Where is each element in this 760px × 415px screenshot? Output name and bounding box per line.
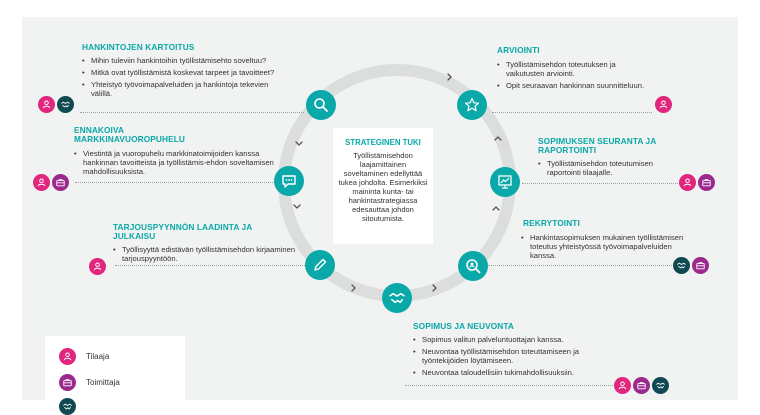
briefcase-icon — [55, 177, 66, 188]
phase-list: Työllistämisehdon toteutuksen ja vaikutu… — [497, 60, 647, 93]
person-icon — [617, 380, 628, 391]
handshake-icon — [59, 398, 76, 415]
handshake-icon — [60, 99, 71, 110]
phase-hub-arviointi — [457, 90, 487, 120]
legend-label: Toimittaja — [86, 378, 120, 387]
center-title: STRATEGINEN TUKI — [345, 138, 421, 147]
tilaaja-role-icon — [89, 258, 106, 275]
tilaaja-role-icon — [679, 174, 696, 191]
legend: Tilaaja Toimittaja — [45, 336, 185, 415]
employment-services-role-icon — [652, 377, 669, 394]
ring-arrow — [351, 284, 356, 292]
list-item: Hankintasopimuksen mukainen työllistämis… — [521, 233, 691, 260]
star-icon — [464, 97, 480, 112]
toimittaja-role-icon — [52, 174, 69, 191]
person-icon — [658, 99, 669, 110]
legend-label: Tilaaja — [86, 352, 110, 361]
phase-title: ENNAKOIVA MARKKINAVUOROPUHELU — [74, 125, 185, 144]
phase-list: Viestintä ja vuoropuhelu markkinatoimijo… — [74, 149, 278, 179]
phase-title: HANKINTOJEN KARTOITUS — [82, 42, 195, 52]
leader-line — [488, 265, 678, 266]
leader-line — [492, 112, 652, 113]
phase-list: Työllisyyttä edistävän työllistämisehdon… — [113, 245, 303, 266]
handshake-icon — [389, 292, 405, 304]
ring-arrow — [295, 141, 303, 146]
list-item: Mitkä ovat työllistämistä koskevat tarpe… — [82, 68, 322, 77]
phase-list: Sopimus valitun palveluntuottajan kanssa… — [413, 335, 623, 380]
phase-title: SOPIMUKSEN SEURANTA JA RAPORTOINTI — [538, 136, 657, 155]
person-icon — [59, 348, 76, 365]
list-item: Yhteistyö työvoimapalveluiden ja hankint… — [82, 80, 291, 98]
tilaaja-role-icon — [655, 96, 672, 113]
list-item: Mihin tuleviin hankintoihin työllistämis… — [82, 56, 322, 65]
list-item: Viestintä ja vuoropuhelu markkinatoimijo… — [74, 149, 278, 176]
legend-item-employment-services — [59, 398, 86, 415]
tilaaja-role-icon — [38, 96, 55, 113]
list-item: Työllisyyttä edistävän työllistämisehdon… — [113, 245, 303, 263]
phase-list: Työllistämisehdon toteutumisen raportoin… — [538, 159, 688, 180]
tilaaja-role-icon — [614, 377, 631, 394]
phase-hub-kartoitus — [306, 90, 336, 120]
leader-line — [75, 182, 273, 183]
legend-item-toimittaja: Toimittaja — [59, 374, 120, 391]
phase-hub-sopimus — [382, 283, 412, 313]
legend-item-tilaaja: Tilaaja — [59, 348, 109, 365]
tilaaja-role-icon — [33, 174, 50, 191]
person-icon — [92, 261, 103, 272]
briefcase-icon — [59, 374, 76, 391]
list-item: Neuvontaa työllistämisehdon toteuttamise… — [413, 347, 623, 365]
briefcase-icon — [636, 380, 647, 391]
phase-hub-vuoropuhelu — [274, 166, 304, 196]
phase-list: Hankintasopimuksen mukainen työllistämis… — [521, 233, 691, 263]
briefcase-icon — [695, 260, 706, 271]
handshake-icon — [655, 380, 666, 391]
pen-icon — [314, 258, 327, 271]
toimittaja-role-icon — [698, 174, 715, 191]
employment-services-role-icon — [57, 96, 74, 113]
chat-icon — [282, 175, 296, 188]
chart-icon — [498, 175, 512, 189]
leader-line — [115, 265, 305, 266]
list-item: Sopimus valitun palveluntuottajan kanssa… — [413, 335, 623, 344]
phase-title: TARJOUSPYYNNÖN LAADINTA JA JULKAISU — [113, 222, 253, 241]
candidate-search-icon — [466, 259, 481, 274]
toimittaja-role-icon — [633, 377, 650, 394]
list-item: Neuvontaa taloudellisiin tukimahdollisuu… — [413, 368, 623, 377]
handshake-icon — [676, 260, 687, 271]
ring-arrow — [432, 284, 437, 292]
phase-title: SOPIMUS JA NEUVONTA — [413, 321, 515, 331]
leader-line — [80, 112, 304, 113]
person-icon — [41, 99, 52, 110]
ring-arrow — [293, 204, 301, 209]
list-item: Työllistämisehdon toteutuksen ja vaikutu… — [497, 60, 647, 78]
briefcase-icon — [701, 177, 712, 188]
list-item: Työllistämisehdon toteutumisen raportoin… — [538, 159, 688, 177]
leader-line — [522, 183, 682, 184]
employment-services-role-icon — [673, 257, 690, 274]
phase-list: Mihin tuleviin hankintoihin työllistämis… — [82, 56, 322, 101]
phase-hub-tarjouspyynto — [305, 250, 335, 280]
toimittaja-role-icon — [692, 257, 709, 274]
phase-hub-rekrytointi — [458, 251, 488, 281]
strategic-support-box: STRATEGINEN TUKI Työllistämisehdon laaja… — [333, 128, 433, 244]
phase-hub-seuranta — [490, 167, 520, 197]
list-item: Opit seuraavan hankinnan suunnitteluun. — [497, 81, 647, 90]
ring-arrow — [494, 136, 502, 141]
person-icon — [36, 177, 47, 188]
phase-title: ARVIOINTI — [497, 45, 540, 55]
search-icon — [314, 98, 328, 112]
ring-arrow — [447, 73, 452, 81]
person-icon — [682, 177, 693, 188]
phase-title: REKRYTOINTI — [523, 218, 580, 228]
leader-line — [405, 385, 613, 386]
center-body: Työllistämisehdon laajamittainen sovelta… — [338, 151, 428, 223]
ring-arrow — [492, 206, 500, 211]
